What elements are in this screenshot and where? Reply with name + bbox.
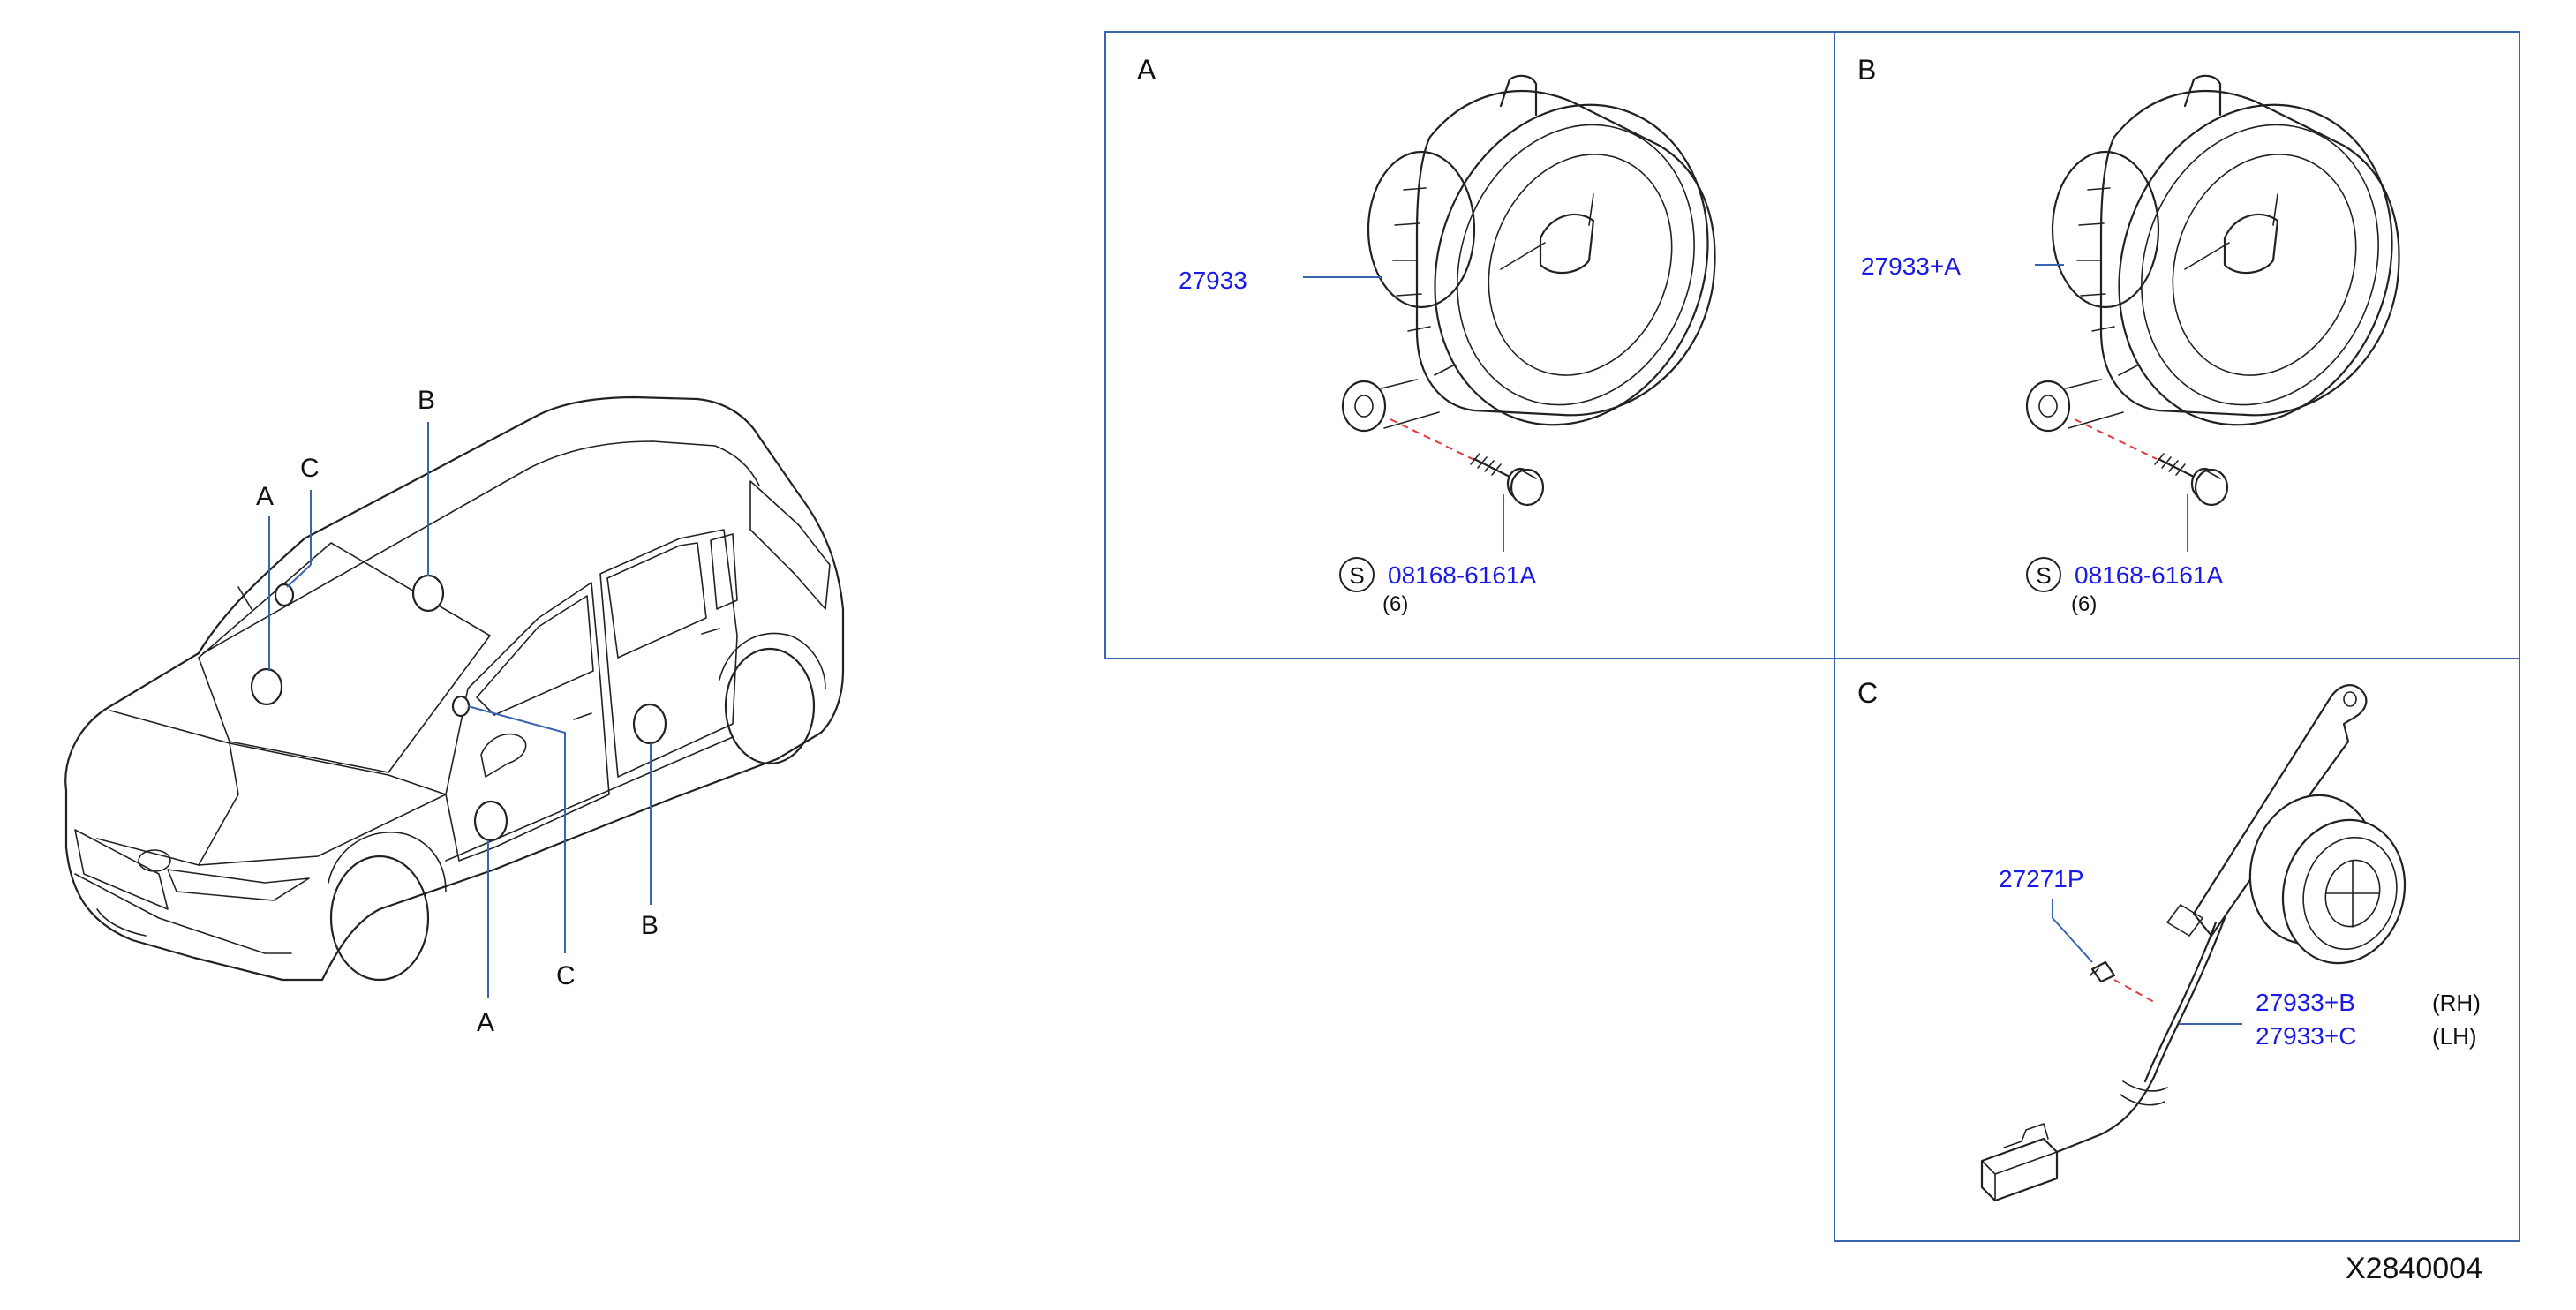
- tweeter-bracket: [2192, 684, 2368, 937]
- car-front-wheel: [329, 855, 430, 982]
- callout-top-b: B: [418, 386, 435, 415]
- panel-b-screw: [2154, 453, 2229, 507]
- car-speaker-marker-a-top: [250, 667, 283, 706]
- tweeter-connector: [1980, 1137, 2059, 1202]
- leader-bottom-c: [467, 705, 566, 953]
- car-rear-window: [606, 542, 707, 659]
- diagram-id: X2840004: [2346, 1252, 2482, 1285]
- callout-bottom-b: B: [641, 911, 659, 940]
- panel-frames: [1104, 31, 2520, 1242]
- part-number-27933-c[interactable]: 27933+C: [2256, 1022, 2356, 1050]
- side-lh: (LH): [2432, 1023, 2477, 1050]
- panel-b-speaker: [2025, 74, 2400, 433]
- car-tweeter-marker-c-door: [451, 695, 471, 718]
- callout-top-c: C: [300, 454, 320, 483]
- car-rear-hatch: [749, 480, 831, 610]
- car-speaker-marker-b-top: [411, 574, 445, 613]
- callout-top-a: A: [256, 482, 274, 511]
- car-tweeter-marker-c-top: [274, 583, 295, 607]
- car-front-window: [476, 595, 594, 716]
- panel-c-tweeter: [1980, 684, 2407, 1202]
- speaker-frame: [1415, 90, 1716, 417]
- car-body-outline: [64, 395, 845, 982]
- car-front-grille: [74, 829, 169, 910]
- dashed-leader-panel-c: [2113, 979, 2155, 1003]
- screw-qty-b: (6): [2071, 592, 2097, 616]
- leader-top-c: [286, 564, 312, 588]
- speaker-mount-ear: [2025, 380, 2071, 433]
- dashed-leader-panel-b: [2074, 418, 2158, 460]
- car-mirror: [480, 733, 527, 778]
- screw-symbol-circle-a: [1339, 557, 1375, 592]
- part-number-27271p[interactable]: 27271P: [1999, 865, 2084, 892]
- leader-27271p: [2052, 899, 2093, 963]
- panel-a-letter: A: [1137, 54, 1156, 86]
- car-roof-line: [202, 440, 760, 654]
- speaker-cone: [2223, 213, 2279, 275]
- part-number-27933-a[interactable]: 27933+A: [1861, 252, 1961, 280]
- part-number-screw-b[interactable]: 08168-6161A: [2075, 561, 2223, 589]
- car-speaker-marker-a-door: [473, 800, 508, 842]
- callout-bottom-a: A: [477, 1008, 494, 1037]
- screw-symbol-b: S: [2036, 562, 2051, 589]
- screw-symbol-circle-b: [2026, 557, 2061, 592]
- car-badge: [138, 849, 171, 872]
- side-rh: (RH): [2432, 990, 2481, 1016]
- car-front-door: [445, 582, 610, 862]
- car-quarter-window: [710, 533, 738, 610]
- panel-a-speaker: [1341, 74, 1716, 433]
- screw-qty-a: (6): [1382, 592, 1408, 616]
- panel-b-letter: B: [1857, 54, 1876, 86]
- callout-bottom-c: C: [556, 961, 576, 990]
- panel-c-frame: [1834, 658, 2520, 1242]
- part-number-27933[interactable]: 27933: [1179, 267, 1247, 294]
- speaker-mount-ear: [1341, 380, 1387, 433]
- screw-symbol-a: S: [1349, 562, 1364, 589]
- car-windshield: [198, 542, 491, 773]
- car-rear-wheel: [724, 647, 816, 765]
- panel-a-screw: [1470, 453, 1545, 507]
- car-hood: [96, 710, 447, 866]
- speaker-cone: [1539, 213, 1595, 275]
- dashed-leader-panel-a: [1390, 418, 1473, 460]
- clip-27271p: [2090, 960, 2116, 983]
- panel-c-letter: C: [1857, 677, 1878, 709]
- tweeter-wire: [2099, 916, 2226, 1136]
- part-number-27933-b[interactable]: 27933+B: [2256, 989, 2355, 1016]
- speaker-frame: [2099, 90, 2400, 417]
- car-headlight: [167, 869, 310, 901]
- car-illustration: [64, 395, 845, 998]
- car-rear-door: [599, 529, 738, 778]
- part-number-screw-a[interactable]: 08168-6161A: [1388, 561, 1536, 589]
- car-speaker-marker-b-door: [632, 703, 667, 745]
